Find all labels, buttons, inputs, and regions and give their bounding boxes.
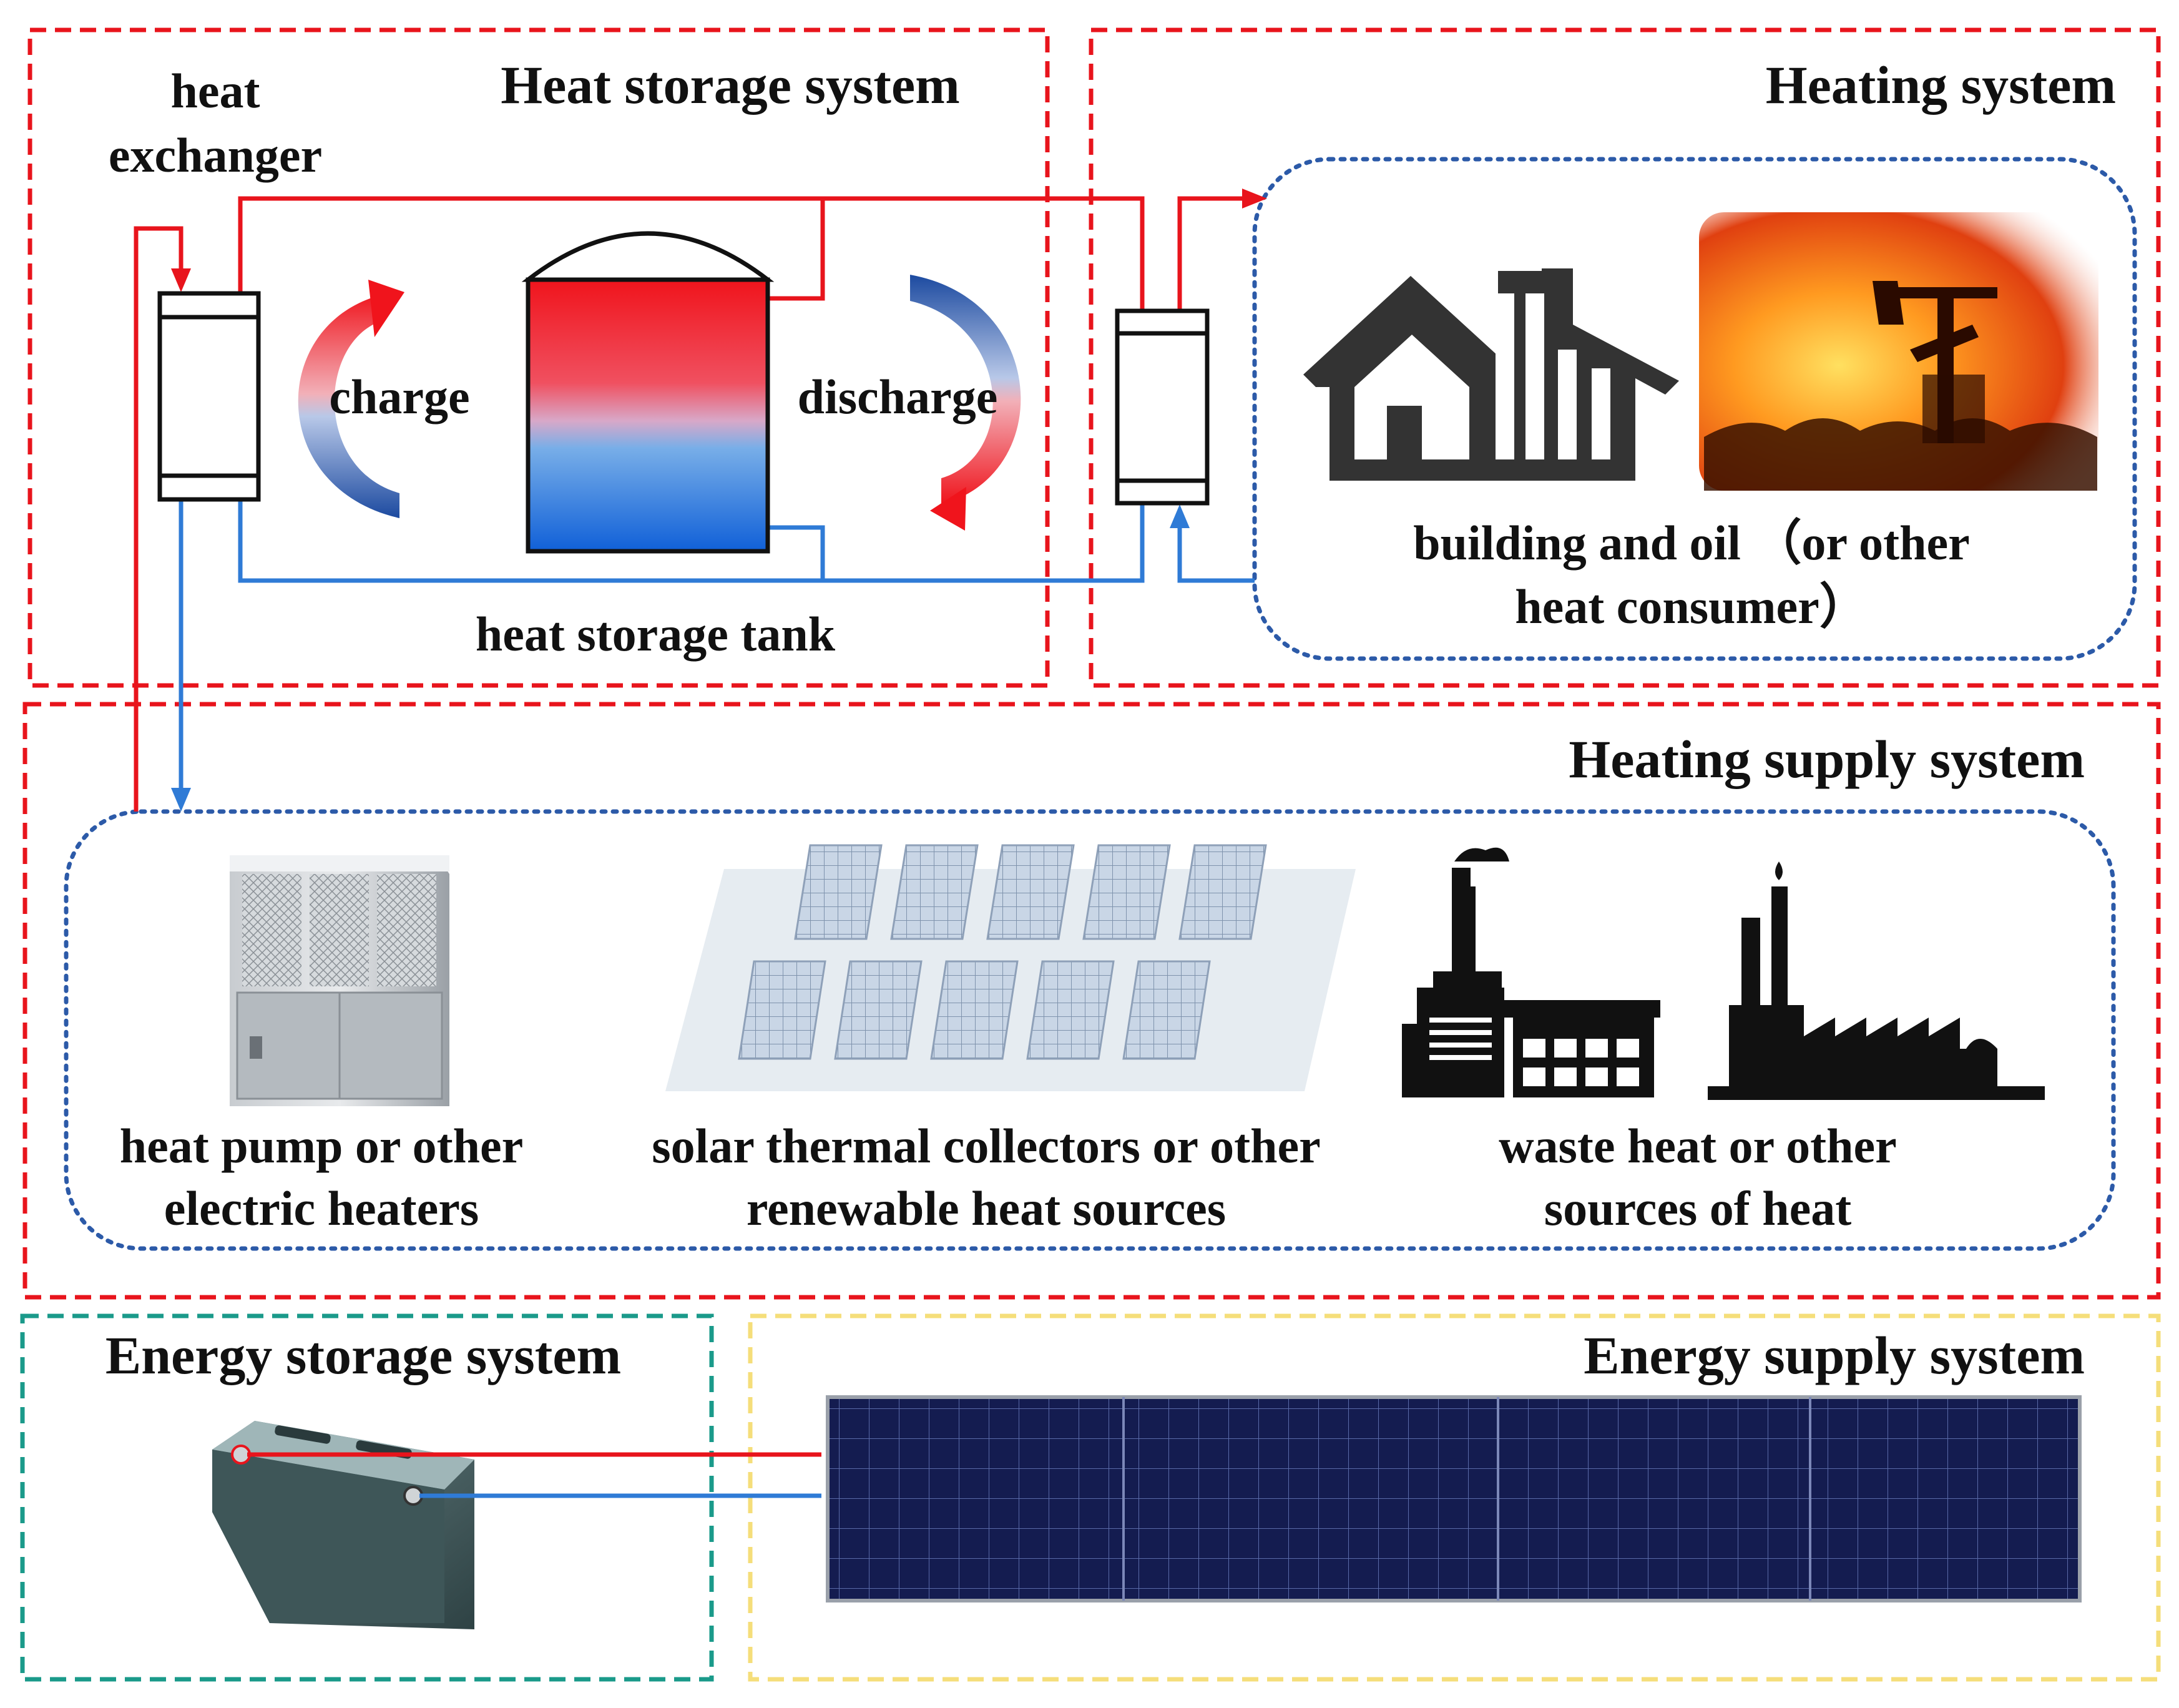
arrow-into-consumer bbox=[1242, 189, 1267, 209]
arrow-into-exchanger bbox=[171, 268, 191, 292]
battery-image bbox=[212, 1421, 474, 1629]
heating-supply-system-title: Heating supply system bbox=[1569, 729, 2085, 789]
heat-exchanger-right bbox=[1115, 308, 1210, 506]
solar-label-line1: solar thermal collectors or other bbox=[652, 1119, 1320, 1173]
heating-supply-system-box bbox=[22, 702, 2161, 1300]
charge-arrow-icon bbox=[298, 280, 404, 518]
exchanger-label-line1: heat bbox=[171, 64, 260, 118]
heating-system-title: Heating system bbox=[1766, 55, 2116, 115]
factory-icon-left bbox=[1402, 847, 1660, 1097]
waste-heat-label-line1: waste heat or other bbox=[1499, 1119, 1897, 1173]
heat-exchanger-left bbox=[157, 291, 261, 502]
energy-supply-system-title: Energy supply system bbox=[1584, 1325, 2085, 1385]
energy-storage-system-title: Energy storage system bbox=[105, 1325, 621, 1385]
pv-panel-image bbox=[826, 1395, 2082, 1602]
solar-collectors-image bbox=[665, 844, 1356, 1091]
arrow-into-right-exchanger bbox=[1170, 504, 1190, 528]
oil-pump-sunset-image bbox=[1699, 212, 2098, 491]
exchanger-label-line2: exchanger bbox=[109, 128, 322, 182]
cold-pipes bbox=[179, 499, 1255, 805]
hot-pipes bbox=[134, 196, 1255, 812]
consumer-label-line1: building and oil （or other bbox=[1413, 516, 1969, 570]
waste-heat-label-line2: sources of heat bbox=[1544, 1181, 1852, 1235]
energy-storage-system-box bbox=[20, 1313, 714, 1682]
tank-label: heat storage tank bbox=[476, 607, 836, 661]
heat-pump-label-line1: heat pump or other bbox=[120, 1119, 523, 1173]
discharge-arrow-icon bbox=[910, 275, 1021, 531]
heat-consumer-group bbox=[1252, 157, 2137, 661]
charge-label: charge bbox=[329, 370, 469, 424]
heat-pump-image bbox=[230, 855, 449, 1106]
consumer-label-line2: heat consumer） bbox=[1515, 579, 1868, 634]
arrow-into-heat-sources bbox=[171, 788, 191, 812]
discharge-label: discharge bbox=[798, 370, 998, 424]
house-icon bbox=[1303, 268, 1679, 481]
heat-storage-tank bbox=[521, 231, 775, 554]
solar-label-line2: renewable heat sources bbox=[747, 1181, 1226, 1235]
heat-sources-group bbox=[64, 809, 2116, 1251]
heat-storage-system-box bbox=[27, 27, 1050, 688]
heating-system-box bbox=[1089, 27, 2161, 688]
factory-icon-right bbox=[1708, 861, 2045, 1100]
heat-storage-system-title: Heat storage system bbox=[501, 55, 960, 115]
heat-pump-label-line2: electric heaters bbox=[164, 1181, 479, 1235]
